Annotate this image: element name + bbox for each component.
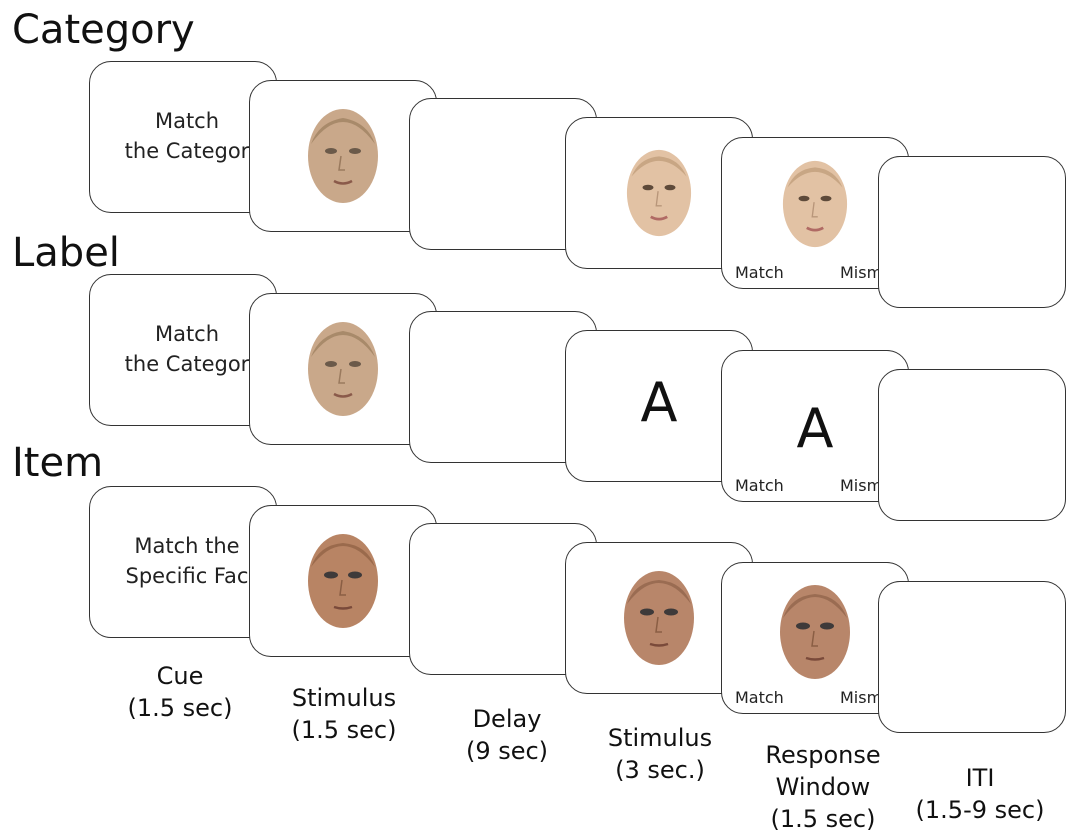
phase-name: Stimulus — [291, 684, 397, 712]
phase-label-iti: ITI (1.5-9 sec) — [900, 762, 1060, 826]
condition-label-label: Label — [12, 230, 120, 276]
cue-card-category: Match the Categor — [89, 61, 277, 213]
cue-card-label: Match the Categor — [89, 274, 277, 426]
phase-name: ITI — [965, 764, 995, 792]
phase-label-cue: Cue (1.5 sec) — [100, 660, 260, 724]
phase-name-line-2: Window — [775, 773, 871, 801]
cue-line-2: Specific Fac — [125, 564, 249, 588]
response-option-match: Match — [735, 263, 784, 282]
face-image — [308, 109, 378, 203]
face-image — [308, 322, 378, 416]
stimulus-card-label — [249, 293, 437, 445]
phase-duration: (1.5 sec) — [770, 805, 876, 833]
response-option-match: Match — [735, 688, 784, 707]
stimulus-card-item — [249, 505, 437, 657]
condition-label-category: Category — [12, 7, 195, 53]
phase-duration: (1.5 sec) — [291, 716, 397, 744]
phase-label-stimulus-2: Stimulus (3 sec.) — [580, 722, 740, 786]
cue-line-1: Match — [154, 109, 220, 133]
iti-card-category — [878, 156, 1066, 308]
phase-duration: (1.5-9 sec) — [915, 796, 1045, 824]
response-card-category: Match Mism — [721, 137, 909, 289]
response-option-mismatch: Mism — [840, 476, 883, 495]
phase-label-response-window: Response Window (1.5 sec) — [743, 739, 903, 835]
phase-name: Stimulus — [607, 724, 713, 752]
response-option-mismatch: Mism — [840, 263, 883, 282]
phase-duration: (3 sec.) — [615, 756, 705, 784]
face-image — [624, 571, 694, 665]
condition-label-item: Item — [12, 440, 104, 486]
response-card-label: A Match Mism — [721, 350, 909, 502]
iti-card-label — [878, 369, 1066, 521]
letter-stimulus: A — [796, 397, 834, 460]
cue-text: Match the Categor — [90, 106, 276, 166]
phase-duration: (1.5 sec) — [127, 694, 233, 722]
cue-line-2: the Categor — [124, 139, 250, 163]
face-image — [308, 534, 378, 628]
phase-name: Delay — [472, 705, 542, 733]
face-image — [780, 585, 850, 679]
letter-stimulus: A — [640, 371, 678, 434]
phase-duration: (9 sec) — [465, 737, 549, 765]
cue-line-2: the Categor — [124, 352, 250, 376]
cue-text: Match the Specific Fac — [90, 531, 276, 591]
phase-name-line-1: Response — [765, 741, 881, 769]
cue-card-item: Match the Specific Fac — [89, 486, 277, 638]
phase-label-stimulus-1: Stimulus (1.5 sec) — [264, 682, 424, 746]
cue-text: Match the Categor — [90, 319, 276, 379]
response-option-match: Match — [735, 476, 784, 495]
response-option-mismatch: Mism — [840, 688, 883, 707]
phase-name: Cue — [156, 662, 204, 690]
face-image — [626, 149, 692, 237]
iti-card-item — [878, 581, 1066, 733]
phase-label-delay: Delay (9 sec) — [427, 703, 587, 767]
cue-line-1: Match the — [134, 534, 240, 558]
cue-line-1: Match — [154, 322, 220, 346]
face-image — [782, 160, 848, 248]
